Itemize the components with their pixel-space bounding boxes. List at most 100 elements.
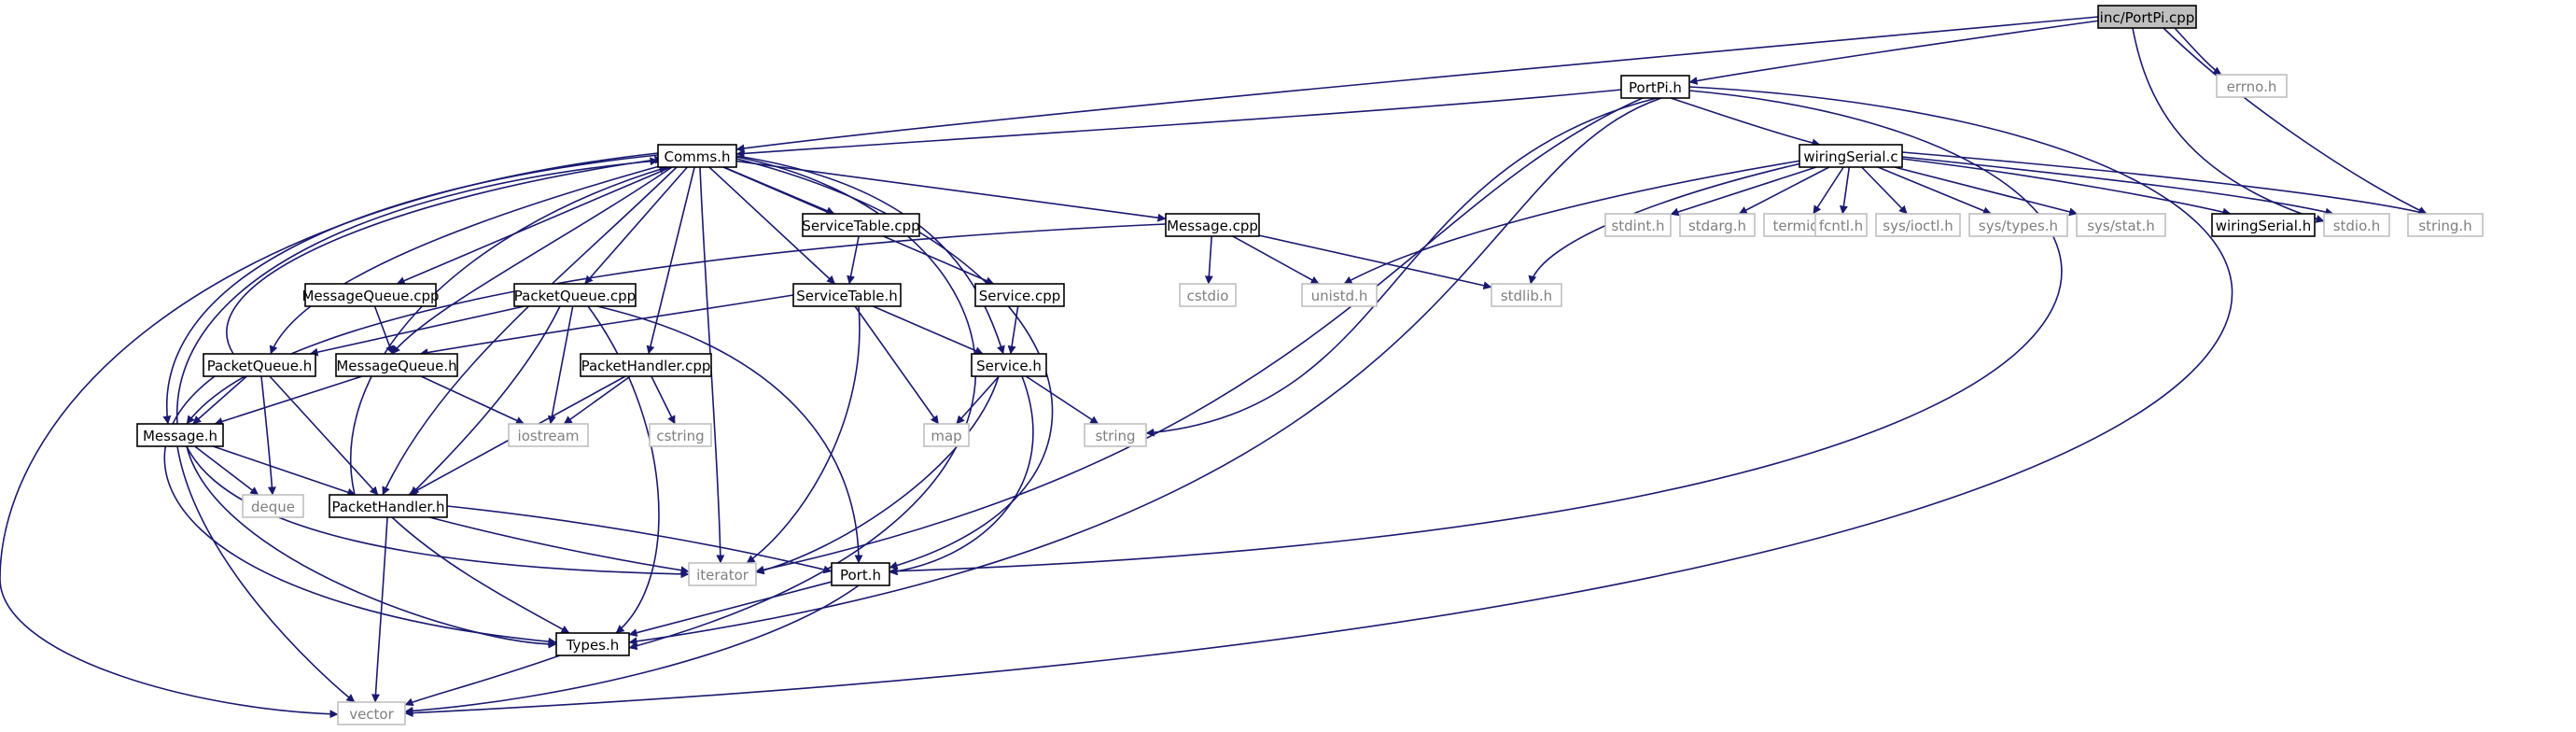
node-label: wiringSerial.h bbox=[2216, 218, 2312, 234]
edge-packetqueue_h-to-comms_h bbox=[226, 155, 664, 355]
edge-message_cpp-to-message_h bbox=[186, 223, 1167, 425]
node-stdarg-h: stdarg.h bbox=[1679, 213, 1756, 237]
node-deque: deque bbox=[242, 494, 304, 518]
node-box bbox=[337, 701, 406, 725]
edge-comms_h-to-messagequeue_cpp bbox=[396, 166, 672, 285]
node-box bbox=[974, 283, 1065, 307]
node-label: vector bbox=[349, 706, 394, 723]
edge-service_h-to-map bbox=[956, 375, 1000, 425]
edge-packetqueue_cpp-to-iostream bbox=[547, 305, 574, 425]
node-packethandler-h[interactable]: PacketHandler.h bbox=[329, 494, 448, 518]
edge-comms_h-to-service_h bbox=[735, 155, 1005, 355]
edge-comms_h-to-packethandler_cpp bbox=[646, 166, 695, 355]
edge-portpi_cpp-to-errno_h bbox=[2174, 27, 2222, 76]
node-sys-stat-h: sys/stat.h bbox=[2076, 213, 2166, 237]
node-messagequeue-h[interactable]: MessageQueue.h bbox=[335, 353, 458, 377]
node-packetqueue-cpp[interactable]: PacketQueue.cpp bbox=[513, 283, 637, 307]
edge-wiringserial_c-to-wiringserial_h bbox=[1901, 158, 2232, 217]
node-types-h[interactable]: Types.h bbox=[555, 632, 630, 656]
node-label: ServiceTable.cpp bbox=[802, 218, 919, 234]
node-label: string.h bbox=[2418, 218, 2471, 234]
edge-servicetable_h-to-map bbox=[854, 305, 940, 425]
node-packetqueue-h[interactable]: PacketQueue.h bbox=[203, 353, 316, 377]
node-servicetable-cpp[interactable]: ServiceTable.cpp bbox=[802, 213, 920, 237]
node-box bbox=[335, 353, 458, 377]
edge-portpi_cpp-to-comms_h bbox=[735, 16, 2099, 153]
node-label: PacketHandler.h bbox=[331, 499, 444, 515]
edge-wiringserial_c-to-stdint_h bbox=[1670, 166, 1817, 217]
node-box bbox=[203, 353, 316, 377]
edge-service_h-to-string bbox=[1025, 375, 1099, 425]
edge-service_h-to-port_h bbox=[889, 375, 1034, 576]
node-label: sys/types.h bbox=[1979, 218, 2058, 234]
node-stdint-h: stdint.h bbox=[1604, 213, 1672, 237]
node-sys-ioctl-h: sys/ioctl.h bbox=[1875, 213, 1961, 237]
node-label: Message.cpp bbox=[1167, 218, 1258, 234]
node-label: PacketQueue.h bbox=[207, 358, 313, 374]
edge-packethandler_h-to-vector bbox=[371, 516, 388, 703]
node-box bbox=[923, 423, 970, 447]
node-label: fcntl.h bbox=[1819, 218, 1863, 234]
node-label: stdio.h bbox=[2333, 218, 2381, 234]
node-label: wiringSerial.c bbox=[1803, 148, 1897, 165]
node-box bbox=[802, 213, 920, 237]
node-label: stdarg.h bbox=[1688, 218, 1746, 234]
node-label: PacketQueue.cpp bbox=[514, 288, 636, 304]
node-box bbox=[971, 353, 1047, 377]
edge-service_h-to-iterator bbox=[755, 375, 1000, 575]
edge-messagequeue_h-to-message_h bbox=[214, 375, 363, 426]
node-box bbox=[2216, 74, 2288, 98]
node-label: sys/ioctl.h bbox=[1883, 218, 1953, 234]
edge-message_h-to-iterator bbox=[186, 445, 690, 579]
node-port-h[interactable]: Port.h bbox=[831, 562, 890, 586]
node-string: string bbox=[1084, 423, 1147, 447]
node-box bbox=[329, 494, 448, 518]
node-label: inc/PortPi.cpp bbox=[2100, 9, 2195, 26]
edge-packetqueue_h-to-packethandler_h bbox=[269, 375, 379, 496]
edge-packetqueue_cpp-to-packetqueue_h bbox=[309, 305, 525, 357]
edge-servicetable_h-to-service_h bbox=[872, 305, 984, 355]
edge-portpi_h-to-types_h bbox=[628, 97, 1662, 646]
edge-service_cpp-to-service_h bbox=[1007, 305, 1019, 355]
node-label: stdint.h bbox=[1611, 218, 1664, 234]
node-label: stdlib.h bbox=[1501, 288, 1552, 304]
edge-portpi_h-to-port_h bbox=[889, 90, 2063, 576]
edge-wiringserial_c-to-sys_stat_h bbox=[1894, 166, 2079, 217]
node-packethandler-cpp[interactable]: PacketHandler.cpp bbox=[580, 353, 712, 377]
node-comms-h[interactable]: Comms.h bbox=[657, 144, 737, 168]
edge-packetqueue_h-to-message_h bbox=[192, 375, 247, 425]
node-box bbox=[1491, 283, 1562, 307]
edge-packethandler_h-to-comms_h bbox=[350, 165, 668, 496]
node-box bbox=[657, 144, 737, 168]
edge-message_h-to-deque bbox=[194, 445, 259, 496]
edge-comms_h-to-servicetable_h bbox=[708, 166, 836, 285]
edge-message_cpp-to-cstdio bbox=[1204, 235, 1213, 285]
node-wiringserial-h[interactable]: wiringSerial.h bbox=[2211, 213, 2316, 237]
node-label: Types.h bbox=[566, 637, 620, 654]
edge-wiringserial_c-to-string_h bbox=[1901, 151, 2428, 217]
node-messagequeue-cpp[interactable]: MessageQueue.cpp bbox=[301, 283, 440, 307]
node-box bbox=[580, 353, 712, 377]
edge-message_h-to-packethandler_h bbox=[212, 445, 357, 497]
node-service-h[interactable]: Service.h bbox=[971, 353, 1047, 377]
node-label: Service.cpp bbox=[979, 288, 1061, 304]
node-portpi-h[interactable]: PortPi.h bbox=[1620, 75, 1690, 99]
node-sys-types-h: sys/types.h bbox=[1968, 213, 2068, 237]
edge-portpi_h-to-iterator bbox=[755, 97, 1644, 574]
node-box bbox=[831, 562, 890, 586]
edge-packetqueue_h-to-types_h bbox=[163, 375, 557, 646]
node-box bbox=[1165, 213, 1260, 237]
node-message-h[interactable]: Message.h bbox=[136, 423, 224, 447]
node-service-cpp[interactable]: Service.cpp bbox=[974, 283, 1065, 307]
edge-message_h-to-comms_h bbox=[176, 157, 659, 425]
node-message-cpp[interactable]: Message.cpp bbox=[1165, 213, 1260, 237]
node-portpi-cpp[interactable]: inc/PortPi.cpp bbox=[2097, 5, 2197, 29]
node-servicetable-h[interactable]: ServiceTable.h bbox=[792, 283, 902, 307]
node-wiringserial-c[interactable]: wiringSerial.c bbox=[1799, 144, 1903, 168]
edge-portpi_h-to-string bbox=[1145, 97, 1658, 437]
node-label: cstring bbox=[656, 428, 704, 444]
edge-message_cpp-to-stdlib_h bbox=[1258, 234, 1492, 290]
node-box bbox=[2323, 213, 2390, 237]
node-box bbox=[1799, 144, 1903, 168]
